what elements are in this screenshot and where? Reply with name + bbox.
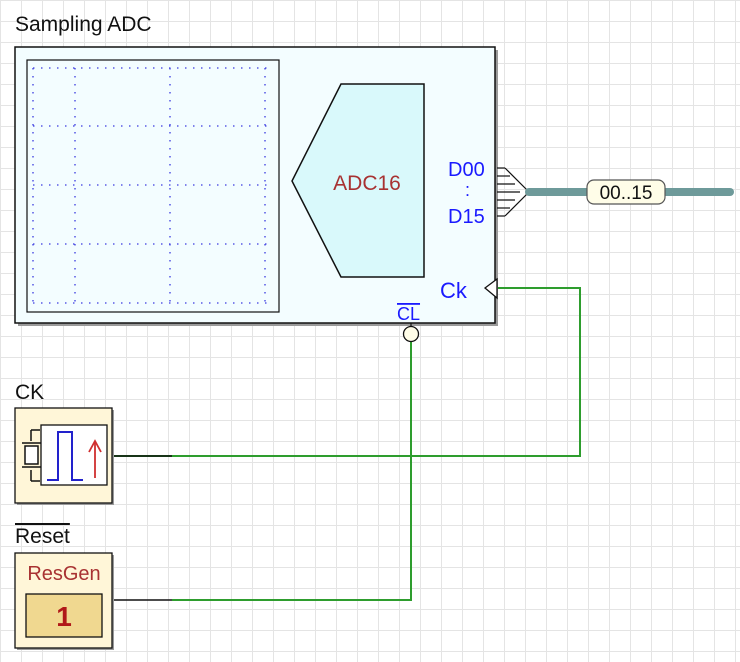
rising-edge-icon bbox=[88, 439, 102, 478]
bus-label: 00..15 bbox=[600, 183, 653, 204]
cl-pin[interactable] bbox=[402, 325, 420, 343]
adc-chip-label: ADC16 bbox=[333, 172, 401, 195]
ck-pin[interactable] bbox=[483, 277, 498, 300]
clock-block-title: CK bbox=[15, 381, 45, 404]
adc-block-title: Sampling ADC bbox=[15, 13, 152, 36]
reset-block[interactable]: ResGen 1 bbox=[14, 552, 114, 650]
clock-panel bbox=[40, 424, 108, 486]
pin-ck-label: Ck bbox=[440, 278, 468, 303]
pin-separator: : bbox=[465, 180, 470, 200]
reset-value: 1 bbox=[56, 601, 72, 632]
pin-d15-label: D15 bbox=[448, 206, 485, 228]
clock-block[interactable] bbox=[14, 407, 114, 505]
output-bus[interactable]: 00..15 bbox=[525, 179, 734, 205]
square-wave-icon bbox=[47, 431, 83, 481]
ck-wire[interactable] bbox=[113, 287, 581, 457]
crystal-icon bbox=[22, 429, 41, 482]
pin-cl-label: CL bbox=[397, 304, 420, 324]
bus-label-box bbox=[586, 179, 666, 205]
reset-block-title: Reset bbox=[15, 525, 70, 548]
reset-wire[interactable] bbox=[172, 342, 412, 601]
pin-d00-label: D00 bbox=[448, 159, 485, 181]
reset-value-box[interactable] bbox=[25, 593, 103, 638]
adc-chip[interactable] bbox=[291, 83, 425, 278]
waveform-display bbox=[26, 59, 280, 313]
wires bbox=[113, 287, 581, 601]
data-pin-comb bbox=[497, 167, 530, 217]
adc-block[interactable]: ADC16 D00 : D15 Ck CL bbox=[14, 46, 530, 343]
resgen-label: ResGen bbox=[27, 563, 100, 585]
